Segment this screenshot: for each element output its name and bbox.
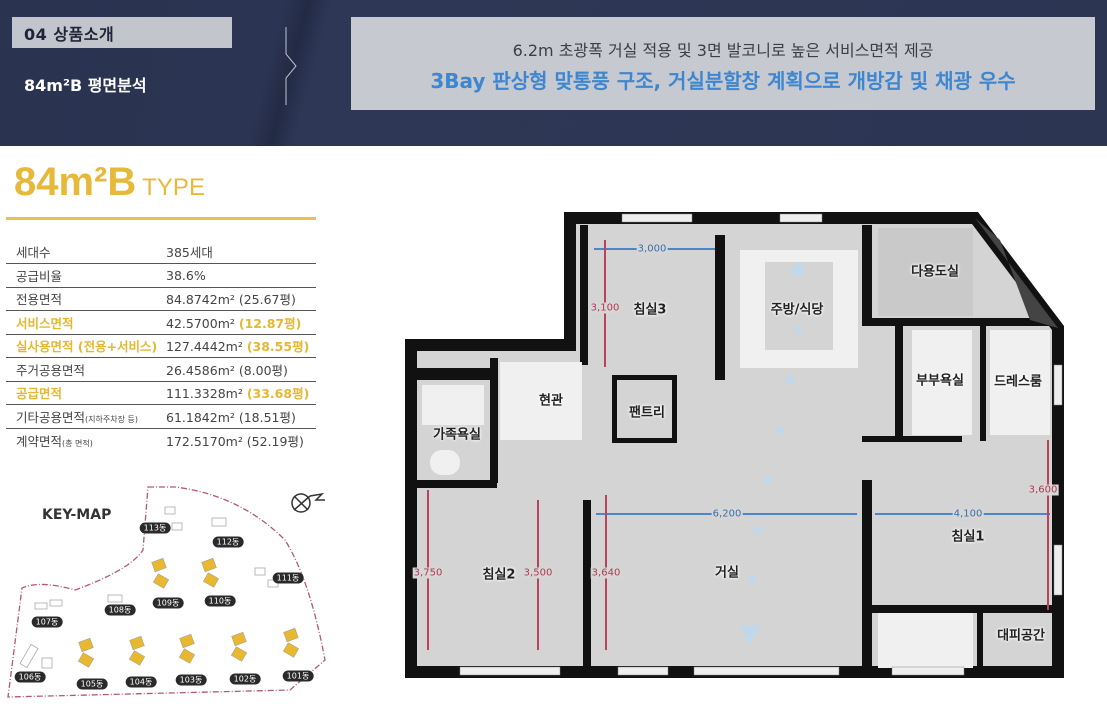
spec-label: 공급면적 xyxy=(6,381,166,405)
room-shelter: 대피공간 xyxy=(997,628,1045,644)
spec-value: 84.8742m² (25.67평) xyxy=(166,287,316,311)
room-family-bath: 가족욕실 xyxy=(433,427,481,443)
room-entrance: 현관 xyxy=(539,393,563,409)
spec-row: 실사용면적 (전용+서비스)127.4442m² (38.55평) xyxy=(6,334,316,358)
spec-value: 385세대 xyxy=(166,240,316,264)
room-kitchen: 주방/식당 xyxy=(770,302,824,318)
dim-3500: 3,500 xyxy=(522,567,554,579)
feature-box: 6.2m 초광폭 거실 적용 및 3면 발코니로 높은 서비스면적 제공 3Ba… xyxy=(351,17,1095,110)
room-master-bath: 부부욕실 xyxy=(916,373,964,389)
building-label: 112동 xyxy=(212,536,244,548)
building-label: 105동 xyxy=(76,678,108,690)
dim-3750: 3,750 xyxy=(412,567,444,579)
room-dressroom: 드레스룸 xyxy=(994,374,1042,390)
highlighted-buildings xyxy=(77,557,300,668)
feature-line-2: 3Bay 판상형 맞통풍 구조, 거실분할창 계획으로 개방감 및 채광 우수 xyxy=(430,69,1016,93)
building-label: 101동 xyxy=(282,670,314,682)
dim-3100: 3,100 xyxy=(589,302,621,314)
page-subtitle: 84m²B 평면분석 xyxy=(24,76,147,95)
dim-3640: 3,640 xyxy=(590,567,622,579)
building-label: 109동 xyxy=(152,597,184,609)
other-buildings xyxy=(19,506,279,669)
spec-value: 61.1842m² (18.51평) xyxy=(166,404,316,429)
type-name: 84m²B xyxy=(14,160,137,204)
windows xyxy=(459,213,1063,676)
spec-label: 계약면적(총 면적) xyxy=(16,433,93,449)
building-label: 103동 xyxy=(175,674,207,686)
ventilation-arrow xyxy=(740,264,804,645)
building-label: 104동 xyxy=(125,676,157,688)
dim-3000: 3,000 xyxy=(636,243,668,255)
building-label: 106동 xyxy=(14,671,46,683)
room-bed1: 침실1 xyxy=(951,529,985,545)
room-utility: 다용도실 xyxy=(911,264,959,280)
spec-value: 127.4442m² (38.55평) xyxy=(166,334,316,358)
building-label: 110동 xyxy=(204,595,236,607)
building-label: 102동 xyxy=(229,673,261,685)
spec-value: 38.6% xyxy=(166,263,316,288)
spec-label: 기타공용면적(지하주차장 등) xyxy=(6,404,166,429)
spec-label: 세대수 xyxy=(6,240,166,264)
spec-value: 172.5170m² (52.19평) xyxy=(166,433,304,449)
dim-3600: 3,600 xyxy=(1027,484,1059,496)
spec-value: 26.4586m² (8.00평) xyxy=(166,357,316,382)
room-bed2: 침실2 xyxy=(482,567,516,583)
chevron-right-icon xyxy=(285,27,297,105)
spec-value: 42.5700m² (12.87평) xyxy=(166,310,316,335)
spec-row: 기타공용면적(지하주차장 등)61.1842m² (18.51평) xyxy=(6,404,316,429)
building-label: 107동 xyxy=(31,616,63,628)
spec-label: 실사용면적 (전용+서비스) xyxy=(6,334,166,358)
section-label: 04 상품소개 xyxy=(12,17,232,48)
spec-label: 전용면적 xyxy=(6,287,166,311)
feature-line-1: 6.2m 초광폭 거실 적용 및 3면 발코니로 높은 서비스면적 제공 xyxy=(512,41,934,60)
type-suffix: TYPE xyxy=(142,174,205,201)
dim-4100: 4,100 xyxy=(952,508,984,520)
spec-row: 계약면적(총 면적) 172.5170m² (52.19평) xyxy=(6,428,316,452)
room-living: 거실 xyxy=(715,565,739,581)
compass-icon xyxy=(291,492,325,513)
room-pantry: 팬트리 xyxy=(629,405,665,421)
header-banner: 04 상품소개 84m²B 평면분석 6.2m 초광폭 거실 적용 및 3면 발… xyxy=(0,0,1107,146)
spec-label: 주거공용면적 xyxy=(6,357,166,382)
spec-label: 공급비율 xyxy=(6,263,166,288)
key-map xyxy=(7,486,326,698)
building-label: 111동 xyxy=(272,572,304,584)
spec-value: 111.3328m² (33.68평) xyxy=(166,381,316,405)
room-bed3: 침실3 xyxy=(633,302,667,318)
keymap-title: KEY-MAP xyxy=(42,507,112,523)
building-label: 113동 xyxy=(139,522,171,534)
interior-walls xyxy=(417,218,1058,672)
divider xyxy=(6,217,316,220)
dim-6200: 6,200 xyxy=(711,508,743,520)
building-label: 108동 xyxy=(104,604,136,616)
spec-label: 서비스면적 xyxy=(6,310,166,335)
